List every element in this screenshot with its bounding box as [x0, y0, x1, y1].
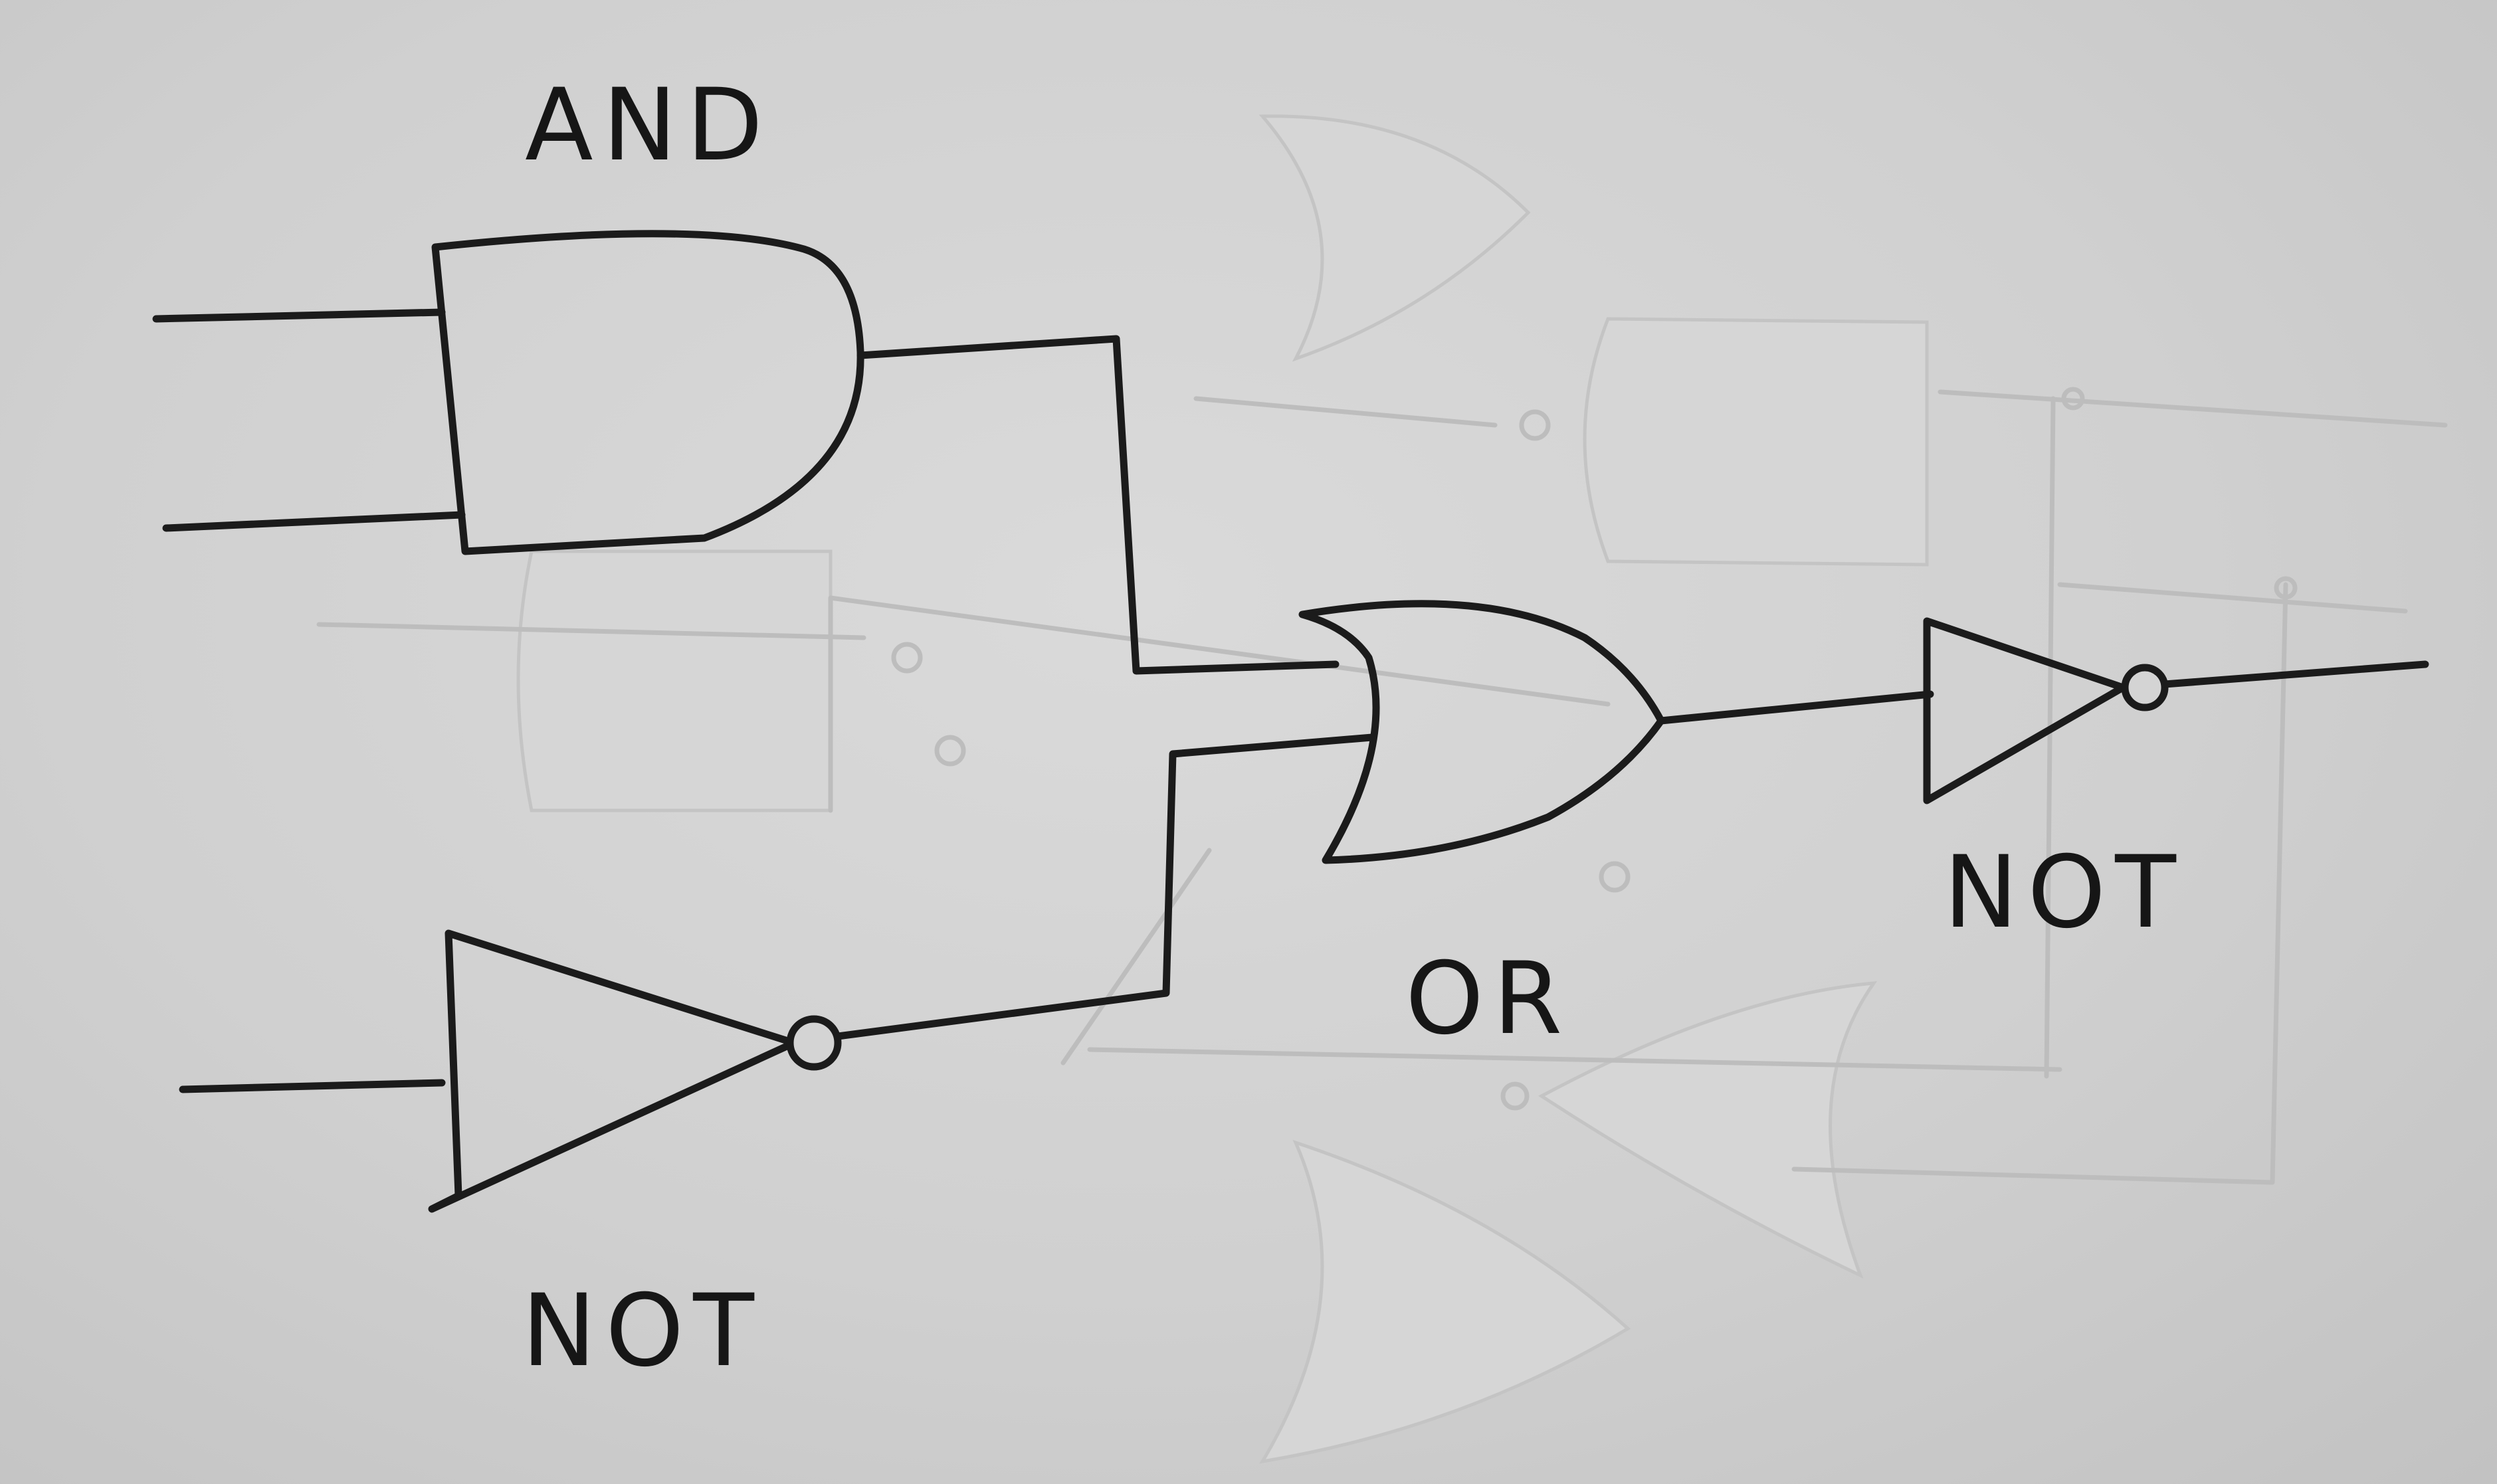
label-not-bottom: NOT: [522, 1273, 763, 1389]
not-right-bubble: [2121, 664, 2169, 711]
label-not-right: NOT: [1944, 835, 2185, 951]
wire-not-to-or: [834, 733, 1376, 1040]
and-input-line-2: [162, 511, 466, 532]
label-or: OR: [1405, 941, 1571, 1057]
ghost-impressions: [316, 114, 2448, 1464]
wire-and-to-or: [856, 335, 1340, 675]
not-gate-right: [1923, 617, 2429, 804]
and-input-line-1: [152, 308, 446, 323]
label-and: AND: [525, 68, 772, 183]
not-bottom-input-line: [179, 1079, 446, 1093]
and-gate: [152, 230, 864, 555]
output-line: [2161, 660, 2429, 688]
wire-or-to-not: [1657, 690, 1934, 725]
not-gate-bottom: [179, 929, 842, 1213]
or-gate: [1298, 600, 1665, 864]
not-bottom-bubble: [786, 1015, 842, 1071]
